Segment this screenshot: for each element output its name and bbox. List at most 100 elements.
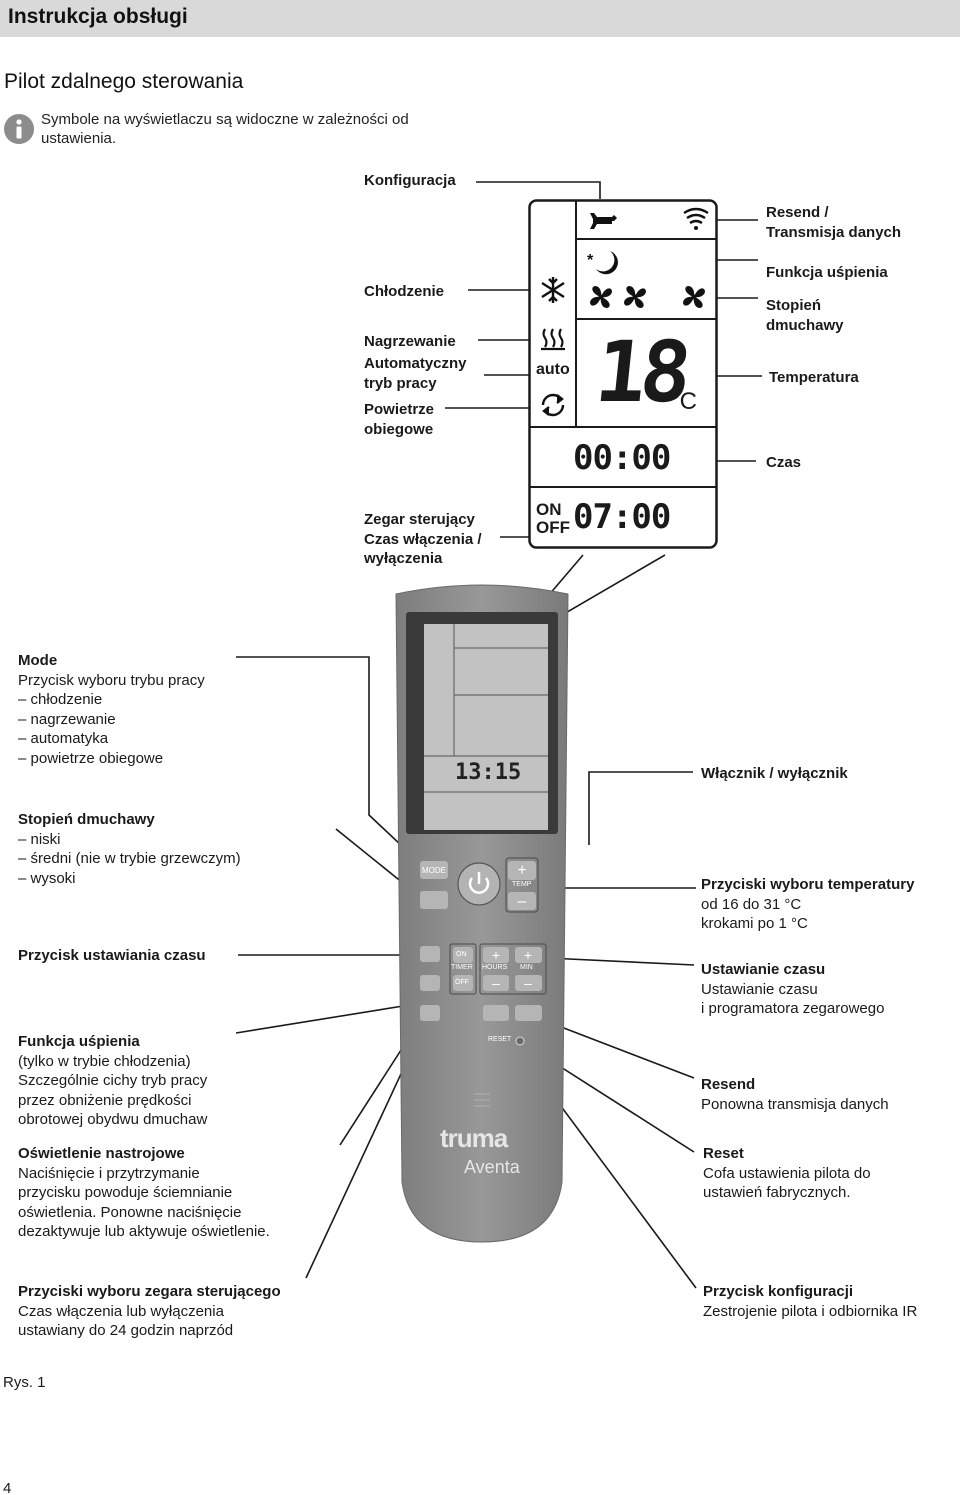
annotation-time-button: Przycisk ustawiania czasu [18,947,206,964]
page-number: 4 [3,1480,12,1495]
annotation-light-line: Naciśnięcie i przytrzymanie [18,1164,200,1182]
header-bar [0,0,960,37]
remote-min-label: MIN [520,964,533,971]
annotation-clock-title: Przyciski wyboru zegara sterującego [18,1283,281,1300]
annotation-fan-item: – niski [18,830,61,848]
annotation-sleep-line: obrotowej obydwu dmuchaw [18,1111,208,1128]
annotation-resend-title: Resend [701,1076,756,1093]
annotation-mode-item: – automatyka [18,730,109,747]
annotation-sleep-title: Funkcja uśpienia [18,1033,140,1050]
remote-control: + – + + – – [395,584,569,1243]
info-line-1: Symbole na wyświetlaczu są widoczne w za… [41,111,409,128]
label-powietrze: Powietrze obiegowe [364,400,434,439]
remote-fan-button [420,891,448,909]
annotation-power: Włącznik / wyłącznik [701,765,848,782]
svg-text:+: + [517,862,526,879]
remote-reset-hole [515,1036,525,1046]
label-auto-line2: tryb pracy [364,374,437,392]
label-temperatura: Temperatura [769,369,859,386]
label-konfiguracja: Konfiguracja [364,172,456,189]
wrench-icon [590,213,617,229]
remote-on-button [453,947,473,963]
wifi-icon [683,207,709,230]
annotation-set-time-line: Ustawianie czasu [701,980,818,998]
remote-min-down-button [515,975,542,991]
remote-time-button [420,946,440,962]
label-zegar-line2: Czas włączenia / [364,530,482,548]
label-resend: Resend / Transmisja danych [766,203,901,242]
label-resend-line1: Resend / [766,204,829,221]
remote-mode-button [420,861,448,879]
label-zegar-line1: Zegar sterujący [364,511,475,528]
sleep-moon-icon: * [587,251,618,275]
label-stopien-line1: Stopień [766,297,821,314]
remote-off-label[interactable]: OFF [455,979,469,986]
annotation-mode-desc: Przycisk wyboru trybu pracy [18,671,205,689]
label-zegar-line3: wyłączenia [364,550,443,567]
svg-text:*: * [587,252,594,269]
info-icon [4,114,34,144]
annotation-reset-title: Reset [703,1145,744,1162]
annotation-resend: Resend Ponowna transmisja danych [701,1075,889,1114]
label-auto-line1: Automatyczny [364,355,467,372]
annotation-resend-line: Ponowna transmisja danych [701,1095,889,1113]
annotation-mode-item: – powietrze obiegowe [18,749,164,767]
label-stopien-dmuchawy: Stopień dmuchawy [766,296,844,335]
label-nagrzewanie: Nagrzewanie [364,333,456,350]
lcd-on-label: ON [536,500,562,519]
fan-icon-2 [624,286,646,308]
annotation-fan-title: Stopień dmuchawy [18,811,155,828]
svg-text:–: – [524,975,532,991]
annotation-light-line: oświetlenia. Ponowne naciśnięcie [18,1203,242,1221]
svg-text:+: + [492,947,500,963]
annotation-mode-title: Mode [18,652,58,669]
label-funkcja-uspienia: Funkcja uśpienia [766,264,888,281]
annotation-reset: Reset Cofa ustawienia pilota do ustawień… [703,1144,871,1203]
lcd-auto-label: auto [536,361,570,378]
annotation-reset-line: Cofa ustawienia pilota do [703,1164,871,1182]
remote-min-up-button [515,947,542,963]
annotation-set-time-line: i programatora zegarowego [701,1000,885,1017]
figure-caption: Rys. 1 [3,1374,46,1391]
remote-on-label[interactable]: ON [456,951,467,958]
remote-off-button [453,975,473,991]
annotation-light: Oświetlenie nastrojowe Naciśnięcie i prz… [18,1144,270,1242]
section-title: Pilot zdalnego sterowania [4,70,244,93]
remote-timer-label: TIMER [451,964,473,971]
annotation-mode-item: – chłodzenie [18,691,103,708]
remote-config-button [483,1005,509,1021]
remote-temp-label: TEMP [512,881,532,888]
lcd-timer: 07:00 [573,497,671,537]
annotation-temp-line: od 16 do 31 °C [701,895,802,913]
annotation-clock-buttons: Przyciski wyboru zegara sterującego Czas… [18,1282,281,1341]
remote-model-label: Aventa [464,1157,520,1177]
label-stopien-line2: dmuchawy [766,316,844,334]
annotation-light-line: dezaktywuje lub aktywuje oświetlenie. [18,1223,270,1240]
annotation-clock-line: Czas włączenia lub wyłączenia [18,1302,224,1320]
page-title: Instrukcja obsługi [8,5,188,28]
annotation-reset-line: ustawień fabrycznych. [703,1184,851,1201]
lcd-clock: 00:00 [573,438,671,478]
annotation-mode-item: – nagrzewanie [18,710,116,728]
remote-temp-down-button [508,892,536,910]
info-text: Symbole na wyświetlaczu są widoczne w za… [41,110,481,148]
svg-text:–: – [518,893,527,910]
annotation-fan-item: – średni (nie w trybie grzewczym) [18,850,241,867]
svg-text:+: + [524,947,532,963]
remote-mode-label[interactable]: MODE [422,866,446,875]
annotation-set-time-title: Ustawianie czasu [701,961,826,978]
remote-hours-label: HOURS [482,964,508,971]
label-powietrze-line2: obiegowe [364,420,434,438]
info-line-2: ustawienia. [41,130,117,147]
lcd-temperature-unit: °C [670,388,697,415]
annotation-config-line: Zestrojenie pilota i odbiornika IR [703,1302,918,1320]
annotation-config-title: Przycisk konfiguracji [703,1283,854,1300]
annotation-mode: Mode Przycisk wyboru trybu pracy – chłod… [18,651,205,768]
annotation-sleep-line: Szczególnie cichy tryb pracy [18,1072,208,1089]
annotation-temp: Przyciski wyboru temperatury od 16 do 31… [701,875,914,934]
annotation-sleep: Funkcja uśpienia (tylko w trybie chłodze… [18,1032,207,1130]
remote-sleep-button [420,975,440,991]
annotation-fan-item: – wysoki [18,869,76,887]
label-resend-line2: Transmisja danych [766,223,902,241]
annotation-config: Przycisk konfiguracji Zestrojenie pilota… [703,1282,917,1321]
